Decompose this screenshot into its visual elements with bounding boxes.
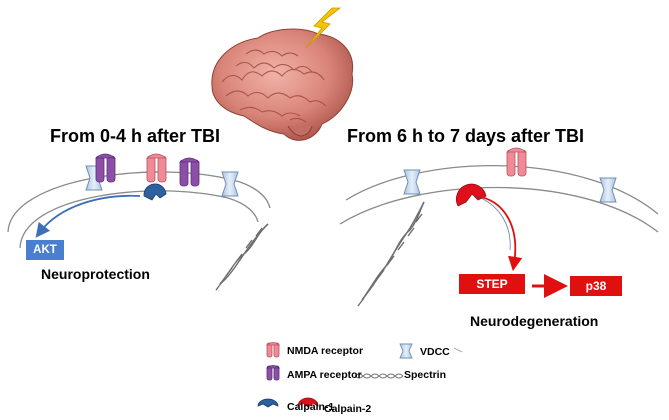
neuroprotection-label: Neuroprotection	[41, 266, 150, 282]
legend-spectrin-label: Spectrin	[404, 369, 447, 381]
nmda-receptor-icon	[505, 147, 528, 177]
spectrin-icon	[357, 201, 425, 307]
legend-nmda-icon	[265, 342, 281, 358]
nmda-receptor-icon	[145, 153, 168, 183]
step-box: STEP	[459, 274, 525, 294]
legend-calpain-2-label: Calpain-2	[324, 403, 372, 415]
legend-ampa-label: AMPA receptor	[287, 369, 362, 381]
calpain-1-to-akt-arrow	[35, 194, 141, 238]
calpain-1-icon	[143, 183, 167, 201]
legend-calpain-1-icon	[257, 398, 279, 408]
calpain-2-to-step-arrow	[475, 195, 523, 272]
left-panel-title: From 0-4 h after TBI	[50, 126, 221, 146]
legend-ampa-icon	[265, 365, 281, 381]
legend-calpain-2-icon	[297, 397, 319, 408]
lightning-icon	[305, 7, 342, 49]
ampa-receptor-icon	[94, 153, 117, 183]
ampa-receptor-icon	[178, 157, 201, 187]
vdcc-icon	[599, 177, 617, 203]
legend-calpain-1-label: Calpain-1	[287, 401, 335, 413]
brain-image	[211, 28, 354, 141]
spectrin-icon	[215, 223, 269, 291]
akt-box: AKT	[26, 240, 64, 260]
legend-vdcc-icon	[399, 343, 413, 359]
vdcc-icon	[221, 171, 239, 197]
right-panel-title: From 6 h to 7 days after TBI	[347, 126, 585, 146]
legend-spectrin-icon	[354, 373, 404, 379]
legend-stray-mark	[453, 347, 463, 353]
right-cell-membrane	[339, 165, 659, 233]
vdcc-icon	[403, 169, 421, 195]
neurodegeneration-label: Neurodegeneration	[470, 313, 599, 329]
p38-box: p38	[570, 276, 622, 296]
legend-vdcc-label: VDCC	[420, 346, 450, 358]
legend-nmda-label: NMDA receptor	[287, 345, 364, 357]
